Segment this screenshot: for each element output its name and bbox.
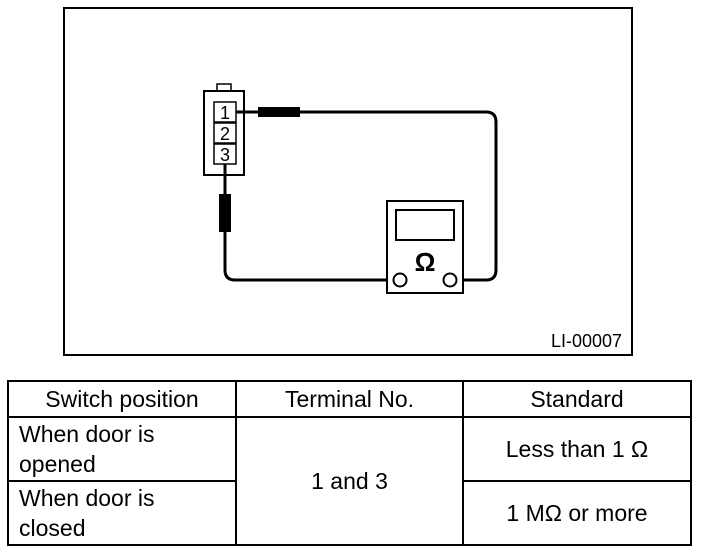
table-row: When door is opened 1 and 3 Less than 1 …	[7, 416, 692, 546]
table-header-row: Switch position Terminal No. Standard	[7, 380, 692, 418]
cell-standard-closed: 1 MΩ or more	[462, 480, 692, 546]
cell-switch-position-opened: When door is opened	[7, 416, 237, 482]
ohmmeter: Ω	[386, 200, 464, 294]
inspection-spec-table: Switch position Terminal No. Standard Wh…	[7, 380, 692, 546]
header-standard: Standard	[462, 380, 692, 418]
ohmmeter-jack-left	[392, 272, 408, 288]
connector-pin-2-box	[213, 122, 237, 144]
terminal-label-3: 3	[220, 145, 230, 165]
lead-wire-terminal-1	[236, 110, 498, 282]
terminal-label-1: 1	[220, 103, 230, 123]
probe-terminal-1	[258, 107, 300, 117]
ohmmeter-jack-right	[442, 272, 458, 288]
header-terminal-no: Terminal No.	[235, 380, 464, 418]
table-row: When door is closed 1 MΩ or more	[7, 480, 692, 546]
probe-terminal-3	[219, 194, 231, 232]
terminal-label-2: 2	[220, 124, 230, 144]
connector: 1 2 3	[203, 83, 245, 176]
figure-id: LI-00007	[551, 331, 622, 351]
cell-standard-opened: Less than 1 Ω	[462, 416, 692, 482]
ohm-symbol: Ω	[415, 247, 436, 277]
cell-terminal-no: 1 and 3	[235, 416, 464, 546]
lead-wire-terminal-3	[223, 164, 392, 282]
cell-switch-position-closed: When door is closed	[7, 480, 237, 546]
circuit-diagram: 1 2 3 Ω LI-00007	[63, 7, 633, 356]
diagram-frame	[63, 7, 633, 356]
header-switch-position: Switch position	[7, 380, 237, 418]
ohmmeter-display	[395, 209, 455, 241]
